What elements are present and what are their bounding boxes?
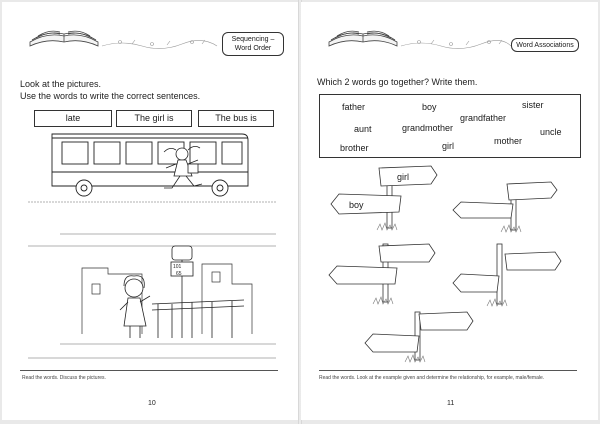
header-tag: Word Associations	[511, 38, 579, 52]
word-box-label: late	[65, 113, 81, 123]
instruction-line-1: Look at the pictures.	[20, 79, 102, 89]
bus-scene-illustration	[51, 133, 249, 197]
example-sign-text-1: girl	[397, 172, 409, 182]
signpost-5	[364, 311, 474, 363]
bus-stop-scene-illustration: 101 65	[81, 245, 253, 338]
word-bank-item: girl	[442, 141, 455, 151]
word-bank-item: uncle	[540, 127, 562, 137]
open-book-icon	[328, 30, 398, 47]
footer-note: Read the words. Look at the example give…	[319, 375, 545, 381]
instruction-line-2: Use the words to write the correct sente…	[20, 91, 201, 101]
word-bank-item: aunt	[354, 124, 372, 134]
footer-rule	[20, 370, 278, 371]
vine-decoration	[400, 39, 512, 49]
header-tag-text: Sequencing – Word Order	[231, 36, 275, 52]
page-number: 10	[148, 400, 156, 407]
bus-stop-sign: 101 65	[170, 245, 194, 338]
book-header-decoration	[29, 30, 218, 49]
open-book-icon	[29, 30, 99, 47]
footer-note: Read the words. Discuss the pictures.	[22, 375, 106, 381]
word-bank-item: mother	[494, 136, 523, 146]
instruction-line: Which 2 words go together? Write them.	[317, 77, 478, 87]
signpost-2	[452, 181, 558, 233]
word-bank-item: grandmother	[402, 123, 454, 133]
book-gutter	[298, 0, 302, 424]
word-bank-item: brother	[340, 143, 369, 153]
word-bank-box: father boy sister aunt grandmother grand…	[319, 94, 581, 158]
waiting-girl-figure	[119, 275, 151, 338]
page-number: 11	[447, 400, 455, 407]
header-tag: Sequencing – Word Order	[222, 32, 284, 56]
word-box-label: The bus is	[215, 113, 257, 123]
signposts-illustration: girl boy	[328, 165, 562, 363]
signpost-4	[452, 243, 562, 307]
word-bank-item: boy	[422, 102, 437, 112]
bus-stop-number: 101	[173, 264, 182, 270]
footer-rule	[319, 370, 577, 371]
word-bank-item: grandfather	[460, 113, 507, 123]
right-page: Word Associations Which 2 words go toget…	[301, 2, 598, 420]
word-box-late: late	[34, 110, 112, 127]
railing-fence	[151, 299, 245, 338]
word-bank-item: father	[342, 102, 366, 112]
signpost-3	[328, 243, 436, 305]
example-sign-text-2: boy	[349, 200, 364, 210]
writing-lines-1	[28, 201, 276, 247]
header-tag-text: Word Associations	[516, 42, 574, 49]
signpost-example: girl boy	[330, 165, 438, 231]
left-page: Sequencing – Word Order Look at the pict…	[2, 2, 299, 420]
book-header-decoration	[328, 30, 512, 49]
word-box-the-bus-is: The bus is	[198, 110, 274, 127]
writing-lines-2	[28, 343, 276, 359]
word-box-the-girl-is: The girl is	[116, 110, 192, 127]
word-bank-item: sister	[522, 100, 544, 110]
running-girl-figure	[163, 146, 203, 189]
word-box-label: The girl is	[134, 113, 174, 123]
bus-stop-route: 65	[176, 271, 182, 277]
vine-decoration	[101, 39, 218, 49]
